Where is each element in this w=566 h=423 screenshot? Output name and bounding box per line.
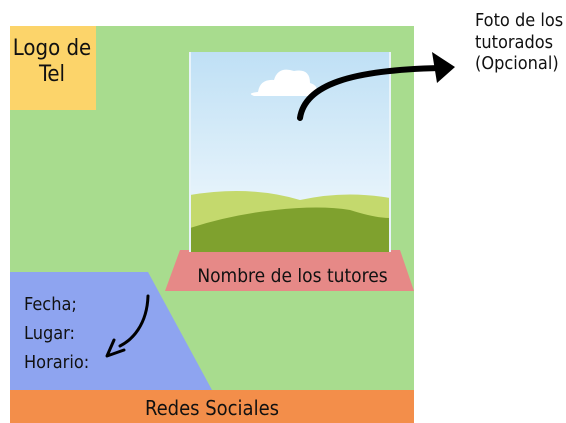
logo-label: Logo de Tel <box>12 36 92 89</box>
arrow-icon <box>297 52 455 121</box>
event-info-line: Fecha; <box>24 294 77 315</box>
logo-box <box>10 26 96 110</box>
footer-bar <box>10 390 414 423</box>
footer-label: Redes Sociales <box>144 396 280 420</box>
arrow-icon <box>105 294 150 358</box>
photo-note: Foto de los tutorados (Opcional) <box>475 10 563 75</box>
photo-note-line: Foto de los <box>475 10 564 31</box>
event-info: Fecha; Lugar: Horario: <box>24 294 89 381</box>
photo-placeholder-icon <box>189 52 391 252</box>
photo-note-line: tutorados <box>475 31 554 53</box>
tutors-banner-label: Nombre de los tutores <box>197 265 388 287</box>
tutors-banner <box>165 250 414 291</box>
photo-note-line: (Opcional) <box>475 53 559 75</box>
logo-line: Tel <box>38 62 66 88</box>
logo-line: Logo de <box>12 36 92 61</box>
event-info-line: Lugar: <box>24 323 75 344</box>
info-panel <box>10 272 212 390</box>
event-info-line: Horario: <box>24 352 90 373</box>
